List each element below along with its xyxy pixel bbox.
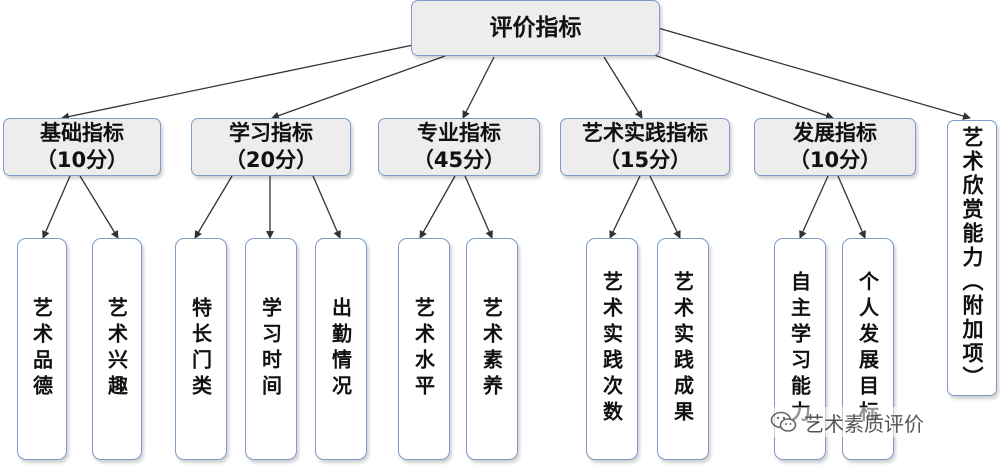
leaf-item: 艺术兴趣	[92, 238, 142, 460]
category-score: （20分）	[224, 148, 318, 172]
connector-study-leaf1	[194, 175, 233, 239]
leaf-label: 艺术实践成果	[670, 271, 695, 427]
category-name: 发展指标	[793, 121, 877, 145]
category-study: 学习指标 （20分）	[191, 118, 351, 176]
connector-study-leaf3	[312, 175, 341, 239]
root-node: 评价指标	[411, 0, 660, 56]
connector-root-to-basic	[61, 43, 419, 121]
leaf-label: 艺术水平	[411, 297, 436, 401]
connector-basic-leaf2	[79, 175, 119, 239]
leaf-item: 特长门类	[175, 238, 227, 460]
root-label: 评价指标	[489, 14, 582, 41]
category-name: 学习指标	[229, 121, 313, 145]
extra-label: 艺术欣赏能力（附加项）	[960, 126, 984, 390]
category-score: （15分）	[598, 148, 692, 172]
leaf-label: 艺术素养	[479, 297, 504, 401]
leaf-label: 特长门类	[188, 297, 213, 401]
connector-development-leaf1	[799, 175, 829, 239]
category-score: （10分）	[788, 148, 882, 172]
connector-practice-leaf2	[649, 175, 681, 239]
category-development: 发展指标 （10分）	[754, 118, 916, 176]
extra-node: 艺术欣赏能力（附加项）	[947, 120, 997, 396]
category-name: 艺术实践指标	[582, 121, 708, 145]
leaf-item: 学习时间	[245, 238, 297, 460]
leaf-item: 出勤情况	[315, 238, 367, 460]
connector-root-to-study	[271, 55, 446, 120]
leaf-label: 艺术品德	[29, 297, 54, 401]
connector-practice-leaf1	[609, 175, 641, 239]
connector-basic-leaf1	[42, 175, 71, 239]
watermark: 艺术素质评价	[770, 407, 924, 437]
connector-root-to-development	[639, 49, 834, 120]
connector-root-to-professional	[462, 56, 495, 119]
leaf-item: 艺术实践成果	[657, 238, 709, 460]
connector-root-to-practice	[603, 56, 643, 119]
leaf-item: 艺术实践次数	[586, 238, 638, 460]
leaf-label: 自主学习能力	[787, 271, 812, 427]
connector-professional-leaf1	[419, 175, 456, 239]
category-score: （10分）	[35, 148, 129, 172]
category-score: （45分）	[412, 148, 506, 172]
category-professional: 专业指标 （45分）	[378, 118, 540, 176]
category-name: 专业指标	[417, 121, 501, 145]
leaf-item: 艺术水平	[398, 238, 450, 460]
wechat-icon	[770, 411, 797, 432]
leaf-item: 艺术素养	[466, 238, 518, 460]
leaf-label: 艺术实践次数	[599, 271, 624, 427]
leaf-label: 学习时间	[258, 297, 283, 401]
category-name: 基础指标	[40, 121, 124, 145]
category-basic: 基础指标 （10分）	[3, 118, 161, 176]
leaf-label: 艺术兴趣	[104, 297, 129, 401]
connector-professional-leaf2	[464, 175, 493, 239]
category-practice: 艺术实践指标 （15分）	[560, 118, 730, 176]
leaf-label: 出勤情况	[328, 297, 353, 401]
connector-development-leaf2	[837, 175, 866, 239]
leaf-item: 艺术品德	[17, 238, 67, 460]
connector-root-to-extra	[657, 27, 971, 120]
leaf-label: 个人发展目标	[855, 271, 880, 427]
watermark-text: 艺术素质评价	[804, 411, 924, 436]
